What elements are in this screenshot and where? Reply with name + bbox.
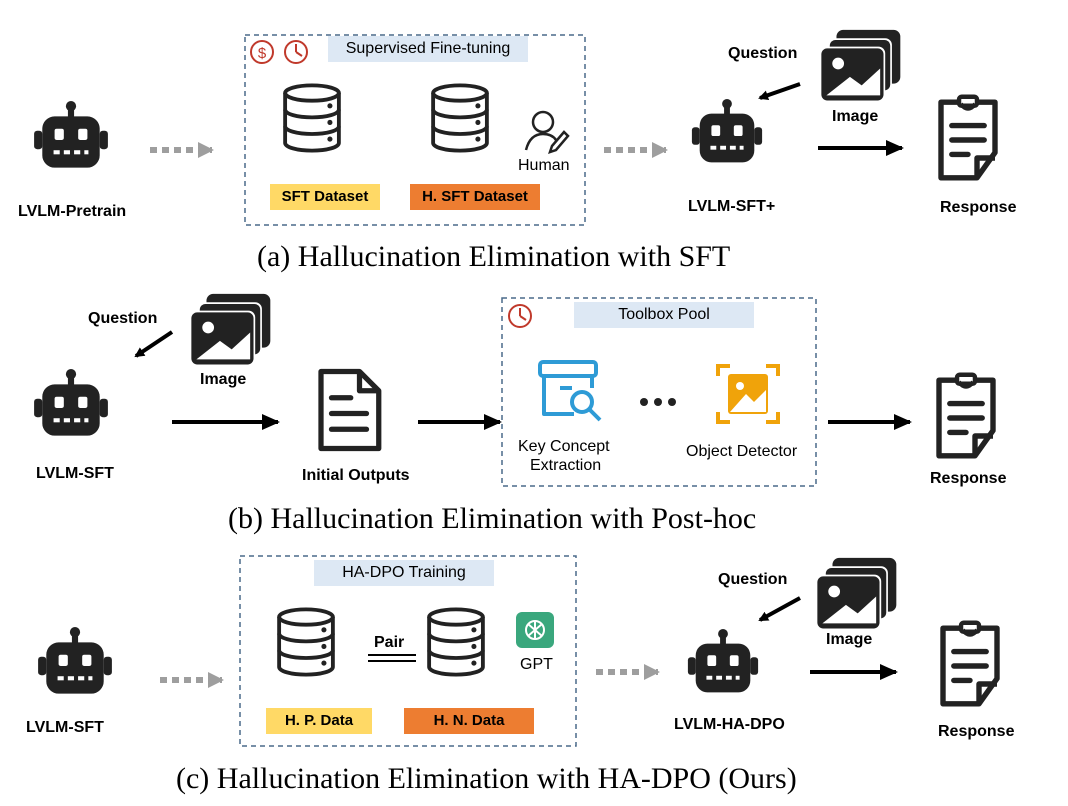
caption-c: (c) Hallucination Elimination with HA-DP… <box>176 762 797 795</box>
label-key-concept: Key Concept <box>518 438 610 455</box>
label-lvlm-sft-c: LVLM-SFT <box>26 719 104 736</box>
question-arrow-a <box>758 82 801 101</box>
label-response-a: Response <box>940 199 1017 216</box>
human-icon <box>524 110 570 154</box>
label-image-b: Image <box>200 371 247 388</box>
ellipsis-dots <box>640 398 676 406</box>
box-title-hadpo: HA-DPO Training <box>314 560 494 586</box>
database-icon-hsft <box>431 83 489 153</box>
label-response-b: Response <box>930 470 1007 487</box>
label-question-a: Question <box>728 45 798 62</box>
image-icon-c <box>815 557 897 631</box>
sft-box-a <box>244 34 586 226</box>
label-question-b: Question <box>88 310 158 327</box>
database-icon-sft <box>283 83 341 153</box>
response-icon-b <box>939 375 993 456</box>
hadpo-box <box>239 555 577 747</box>
tag-hp-data: H. P. Data <box>266 708 372 734</box>
database-icon-hn <box>427 607 485 677</box>
robot-icon-sft-b <box>34 369 108 436</box>
gpt-icon <box>516 612 554 648</box>
question-arrow-b <box>134 330 174 358</box>
box-title-sft: Supervised Fine-tuning <box>328 36 528 62</box>
label-gpt: GPT <box>520 656 553 673</box>
label-object-detector: Object Detector <box>686 443 798 460</box>
tag-sft-dataset: SFT Dataset <box>270 184 380 210</box>
robot-icon-sft-c <box>38 627 112 694</box>
time-icon-b <box>508 304 532 328</box>
label-lvlm-pretrain: LVLM-Pretrain <box>18 203 127 220</box>
svg-text:$: $ <box>258 45 267 62</box>
cost-icon: $ <box>250 40 274 64</box>
image-icon-b <box>189 293 271 367</box>
tag-h-sft-dataset: H. SFT Dataset <box>410 184 540 210</box>
time-icon <box>284 40 308 64</box>
pair-lines <box>368 654 416 662</box>
box-title-toolbox: Toolbox Pool <box>574 302 754 328</box>
caption-b: (b) Hallucination Elimination with Post-… <box>228 502 757 535</box>
question-arrow-c <box>758 596 801 622</box>
label-lvlm-sft-b: LVLM-SFT <box>36 465 114 482</box>
object-detector-icon <box>716 364 780 424</box>
toolbox-box <box>501 297 817 487</box>
label-response-c: Response <box>938 723 1015 740</box>
label-image-c: Image <box>826 631 873 648</box>
image-icon-a <box>819 29 901 103</box>
label-initial-outputs: Initial Outputs <box>302 467 410 484</box>
initial-outputs-icon <box>321 372 379 449</box>
caption-a: (a) Hallucination Elimination with SFT <box>257 240 731 273</box>
robot-icon-pretrain <box>34 101 108 168</box>
response-icon-a <box>941 97 995 178</box>
label-lvlm-sft-plus: LVLM-SFT+ <box>688 198 776 215</box>
database-icon-hp <box>277 607 335 677</box>
label-extraction: Extraction <box>530 457 602 474</box>
robot-icon-ha-dpo <box>687 628 759 693</box>
label-pair: Pair <box>374 634 405 651</box>
label-image-a: Image <box>832 108 879 125</box>
tag-hn-data: H. N. Data <box>404 708 534 734</box>
key-concept-icon <box>538 360 602 422</box>
label-question-c: Question <box>718 571 788 588</box>
response-icon-c <box>943 623 997 704</box>
label-human: Human <box>518 157 570 174</box>
label-lvlm-ha-dpo: LVLM-HA-DPO <box>674 716 785 733</box>
robot-icon-sft-plus <box>691 98 763 163</box>
